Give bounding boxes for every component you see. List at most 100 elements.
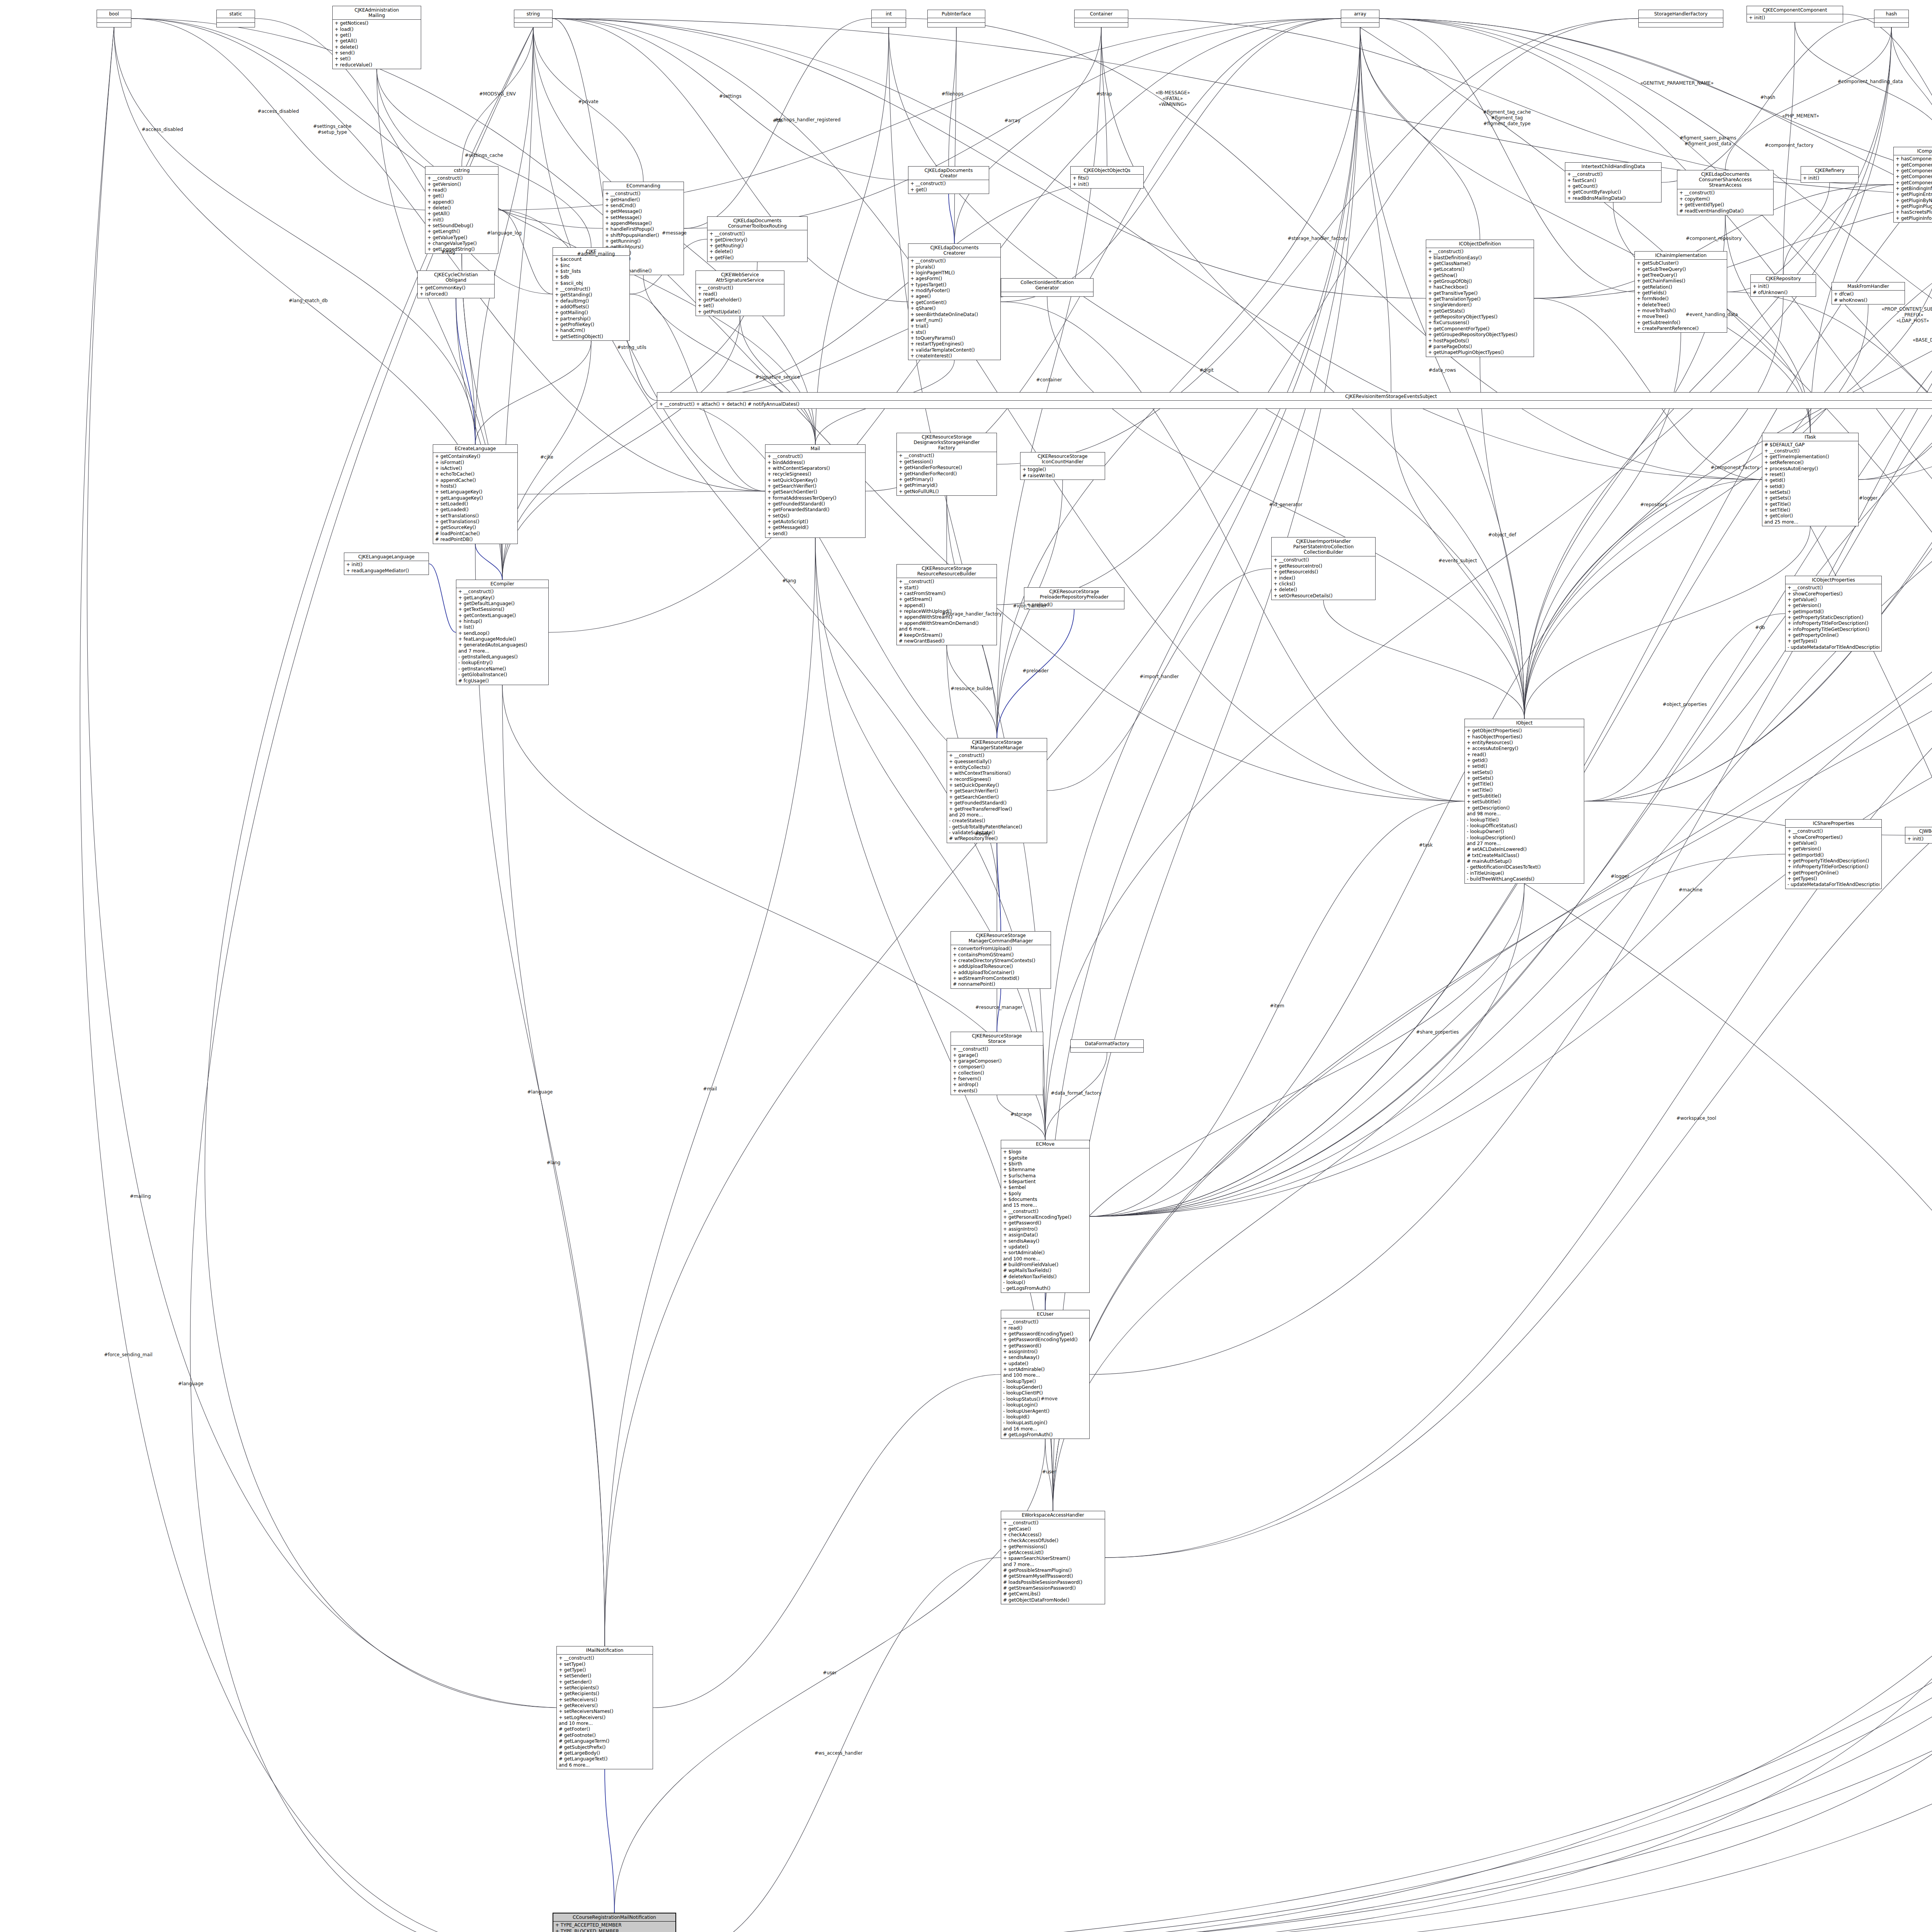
class-box-iobject[interactable]: IObject+ getObjectProperties()+ hasObjec… (1464, 719, 1584, 884)
class-member: + getComponentIds() (1896, 168, 1932, 174)
constant-label: #access_disabled (142, 127, 183, 133)
class-box-main[interactable]: CCourseRegistrationMailNotification+ TYP… (553, 1913, 676, 1932)
class-member: + setTitle() (1764, 507, 1856, 513)
class-member: + airdrop() (953, 1082, 1041, 1088)
class-member: + getGetStats() (1428, 308, 1532, 314)
class-box-storace[interactable]: CJKEResourceStorage Storace+ __construct… (951, 1032, 1043, 1095)
class-box-ecompiler[interactable]: ECompiler+ __construct()+ getLangKey()+ … (456, 580, 549, 685)
class-box-int[interactable]: int (871, 10, 906, 27)
class-box-ldapcreator[interactable]: CJKELdapDocuments Creator+ __construct()… (908, 166, 989, 194)
class-box-collid[interactable]: CollectionIdentification Generator (1001, 278, 1094, 297)
edge-label: #user (1042, 1469, 1056, 1475)
class-member: + getFreeTransferredFlow() (949, 806, 1045, 812)
class-box-ecreatelang[interactable]: ECreateLanguage+ getContainsKey()+ isFor… (433, 444, 518, 544)
class-member: + appendMessage() (605, 221, 682, 226)
class-box-refinery[interactable]: CJKERefinery+ init() (1801, 166, 1859, 183)
class-title: static (217, 10, 255, 18)
class-box-wsaccess[interactable]: EWorkspaceAccessHandler+ __construct()+ … (1001, 1511, 1105, 1604)
class-member: - inTitleUnique() (1467, 871, 1582, 876)
class-box-chainimpl[interactable]: IChainImplementation+ getSubCluster()+ g… (1634, 251, 1727, 333)
class-member: # getStreamMyselfPassword() (1003, 1573, 1103, 1579)
class-box-itask[interactable]: ITask# $DEFAULT_GAP+ __construct()+ getT… (1762, 433, 1859, 526)
class-title: EWorkspaceAccessHandler (1001, 1511, 1105, 1519)
class-members: + __construct()+ queessentially()+ entit… (947, 752, 1047, 842)
class-member: # parsePageDots() (1428, 344, 1532, 350)
class-member: + fixCursussens() (1428, 320, 1532, 326)
class-title: Mail (765, 445, 865, 452)
class-member: + getMessage() (605, 209, 682, 214)
class-member: - updateMetadataForTitleAndDescription() (1787, 645, 1879, 650)
class-box-comprepo[interactable]: IComponentRepositories+ hasComponent()+ … (1893, 147, 1932, 223)
edge-label: #MODSVG_ENV (479, 91, 516, 97)
class-box-icobjdef[interactable]: ICObjectDefinition+ __construct()+ blast… (1426, 240, 1534, 357)
class-members: + __construct()+ bindAddress()+ withCont… (765, 452, 865, 537)
class-member: + update() (1003, 1244, 1087, 1250)
edge-label: #container (1036, 377, 1062, 383)
class-title: ECompiler (456, 580, 548, 588)
class-member: + getSearchVerifier() (949, 788, 1045, 794)
class-member: + __construct() (709, 231, 805, 237)
class-box-intertext[interactable]: IntertextChildHandlingData+ __construct(… (1565, 162, 1662, 202)
class-member: + getPasswordEncodingTypeId() (1003, 1337, 1087, 1343)
class-box-imailnotif[interactable]: IMailNotification+ __construct()+ setTyp… (556, 1646, 653, 1769)
class-box-cjke[interactable]: CJKE+ $account+ $inc+ $str_lists+ $db+ $… (553, 247, 630, 341)
class-box-cstring[interactable]: cstring+ __construct()+ getVersion()+ re… (425, 166, 498, 254)
class-box-maskfrom[interactable]: MaskFromHandler+ dfcw()# whoKnows() (1832, 282, 1905, 304)
class-box-toolbox[interactable]: CJKELdapDocuments ConsumerToolboxRouting… (707, 216, 808, 262)
edge-line (1045, 884, 1524, 1310)
class-member: # wpMailsTaxFields() (1003, 1268, 1087, 1274)
edge-label: #strap (1096, 91, 1112, 97)
class-member: + withContentSeparators() (767, 466, 863, 471)
class-box-websvc[interactable]: CJKEWebService AttrSignatureService+ __c… (696, 270, 784, 316)
class-member: # mainAuthSetup() (1467, 859, 1582, 864)
class-box-mgrcmd[interactable]: CJKEResourceStorage ManagerCommandManage… (951, 931, 1051, 989)
class-box-creatore[interactable]: CJKELdapDocuments Creatorer+ __construct… (908, 243, 1001, 360)
class-box-icshareprops[interactable]: ICShareProperties+ __construct()+ showCo… (1785, 819, 1882, 889)
class-member: + createParentReference() (1637, 326, 1725, 332)
class-box-container[interactable]: Container (1074, 10, 1128, 27)
class-box-mail[interactable]: Mail+ __construct()+ bindAddress()+ with… (765, 444, 866, 538)
class-box-iconcount[interactable]: CJKEResourceStorage IconCountHandler+ to… (1020, 452, 1105, 480)
class-box-resbuilder[interactable]: CJKEResourceStorage ResourceResourceBuil… (896, 564, 997, 645)
class-box-ecmove[interactable]: ECMove+ $logo+ $getsite+ $birth+ $itemna… (1001, 1140, 1090, 1293)
edge-label: #cjke (540, 454, 553, 460)
edge-line (1584, 45, 1932, 801)
class-box-objq[interactable]: CJKEObjectObjectQs+ fits()+ init() (1070, 166, 1144, 189)
class-box-repo[interactable]: CJKERepository+ init()# ofUnknown() (1750, 274, 1816, 297)
class-box-designsh[interactable]: CJKEResourceStorage DesignworksStorageHa… (896, 433, 997, 496)
class-box-array[interactable]: array (1341, 10, 1379, 27)
class-member: + getTextSessions() (458, 607, 546, 612)
class-box-compcomp[interactable]: CJKEComponentComponent+ init() (1747, 6, 1843, 22)
class-member: + createDirectoryStreamContexts() (953, 958, 1049, 964)
class-box-ecuser[interactable]: ECUser+ __construct()+ read()+ getPasswo… (1001, 1310, 1090, 1439)
class-member: + getHandler() (605, 197, 682, 203)
class-box-string[interactable]: string (514, 10, 553, 27)
class-box-shfact[interactable]: StorageHandlerFactory (1638, 10, 1723, 27)
class-box-pubif[interactable]: PubInterface (927, 10, 985, 27)
edge-line (1391, 409, 1524, 719)
class-member: and 27 more... (1467, 841, 1582, 847)
class-box-icobjprops[interactable]: ICObjectProperties+ __construct()+ showC… (1785, 576, 1882, 651)
class-box-bool[interactable]: bool (97, 10, 131, 27)
class-box-cjwbeh[interactable]: CJWBehavior+ init() (1905, 827, 1932, 844)
class-box-sharestream[interactable]: CJKELdapDocuments ConsumerShareAccess St… (1677, 170, 1774, 215)
class-box-cyclechr[interactable]: CJKECycleChristian Obligand+ getCommonKe… (417, 270, 495, 298)
class-member: + getNoFullURL() (899, 489, 995, 495)
class-box-static[interactable]: static (216, 10, 255, 27)
class-box-adminmail[interactable]: CJKEAdministration Mailing+ getNotices()… (332, 6, 421, 69)
class-members: + __construct()+ setType()+ getType()+ s… (557, 1654, 653, 1769)
class-member: + agee() (910, 294, 998, 299)
class-box-userimport[interactable]: CJKEUserImportHandler ParserStateIntroCo… (1271, 537, 1376, 600)
class-member: + processAutoEnergy() (1764, 466, 1856, 472)
class-member: # fcgUsage() (458, 678, 546, 684)
class-member: + setSubtitle() (1467, 799, 1582, 805)
class-members: + hasComponent()+ getComponent()+ getCom… (1894, 155, 1932, 222)
class-box-eventssub[interactable]: CJKERevisionItemStorageEventsSubject+ __… (657, 392, 1932, 409)
class-box-mgrstate[interactable]: CJKEResourceStorage ManagerStateManager+… (947, 738, 1047, 843)
edge-label: #mailing (130, 1193, 151, 1199)
class-box-hash[interactable]: hash (1874, 10, 1909, 27)
class-title: CJKELdapDocuments Creator (908, 167, 989, 180)
class-member: + setQs() (767, 513, 863, 519)
class-box-langlang[interactable]: CJKELanguageLanguage+ init()+ readLangua… (344, 553, 429, 575)
class-box-dataform[interactable]: DataFormatFactory (1070, 1039, 1144, 1053)
